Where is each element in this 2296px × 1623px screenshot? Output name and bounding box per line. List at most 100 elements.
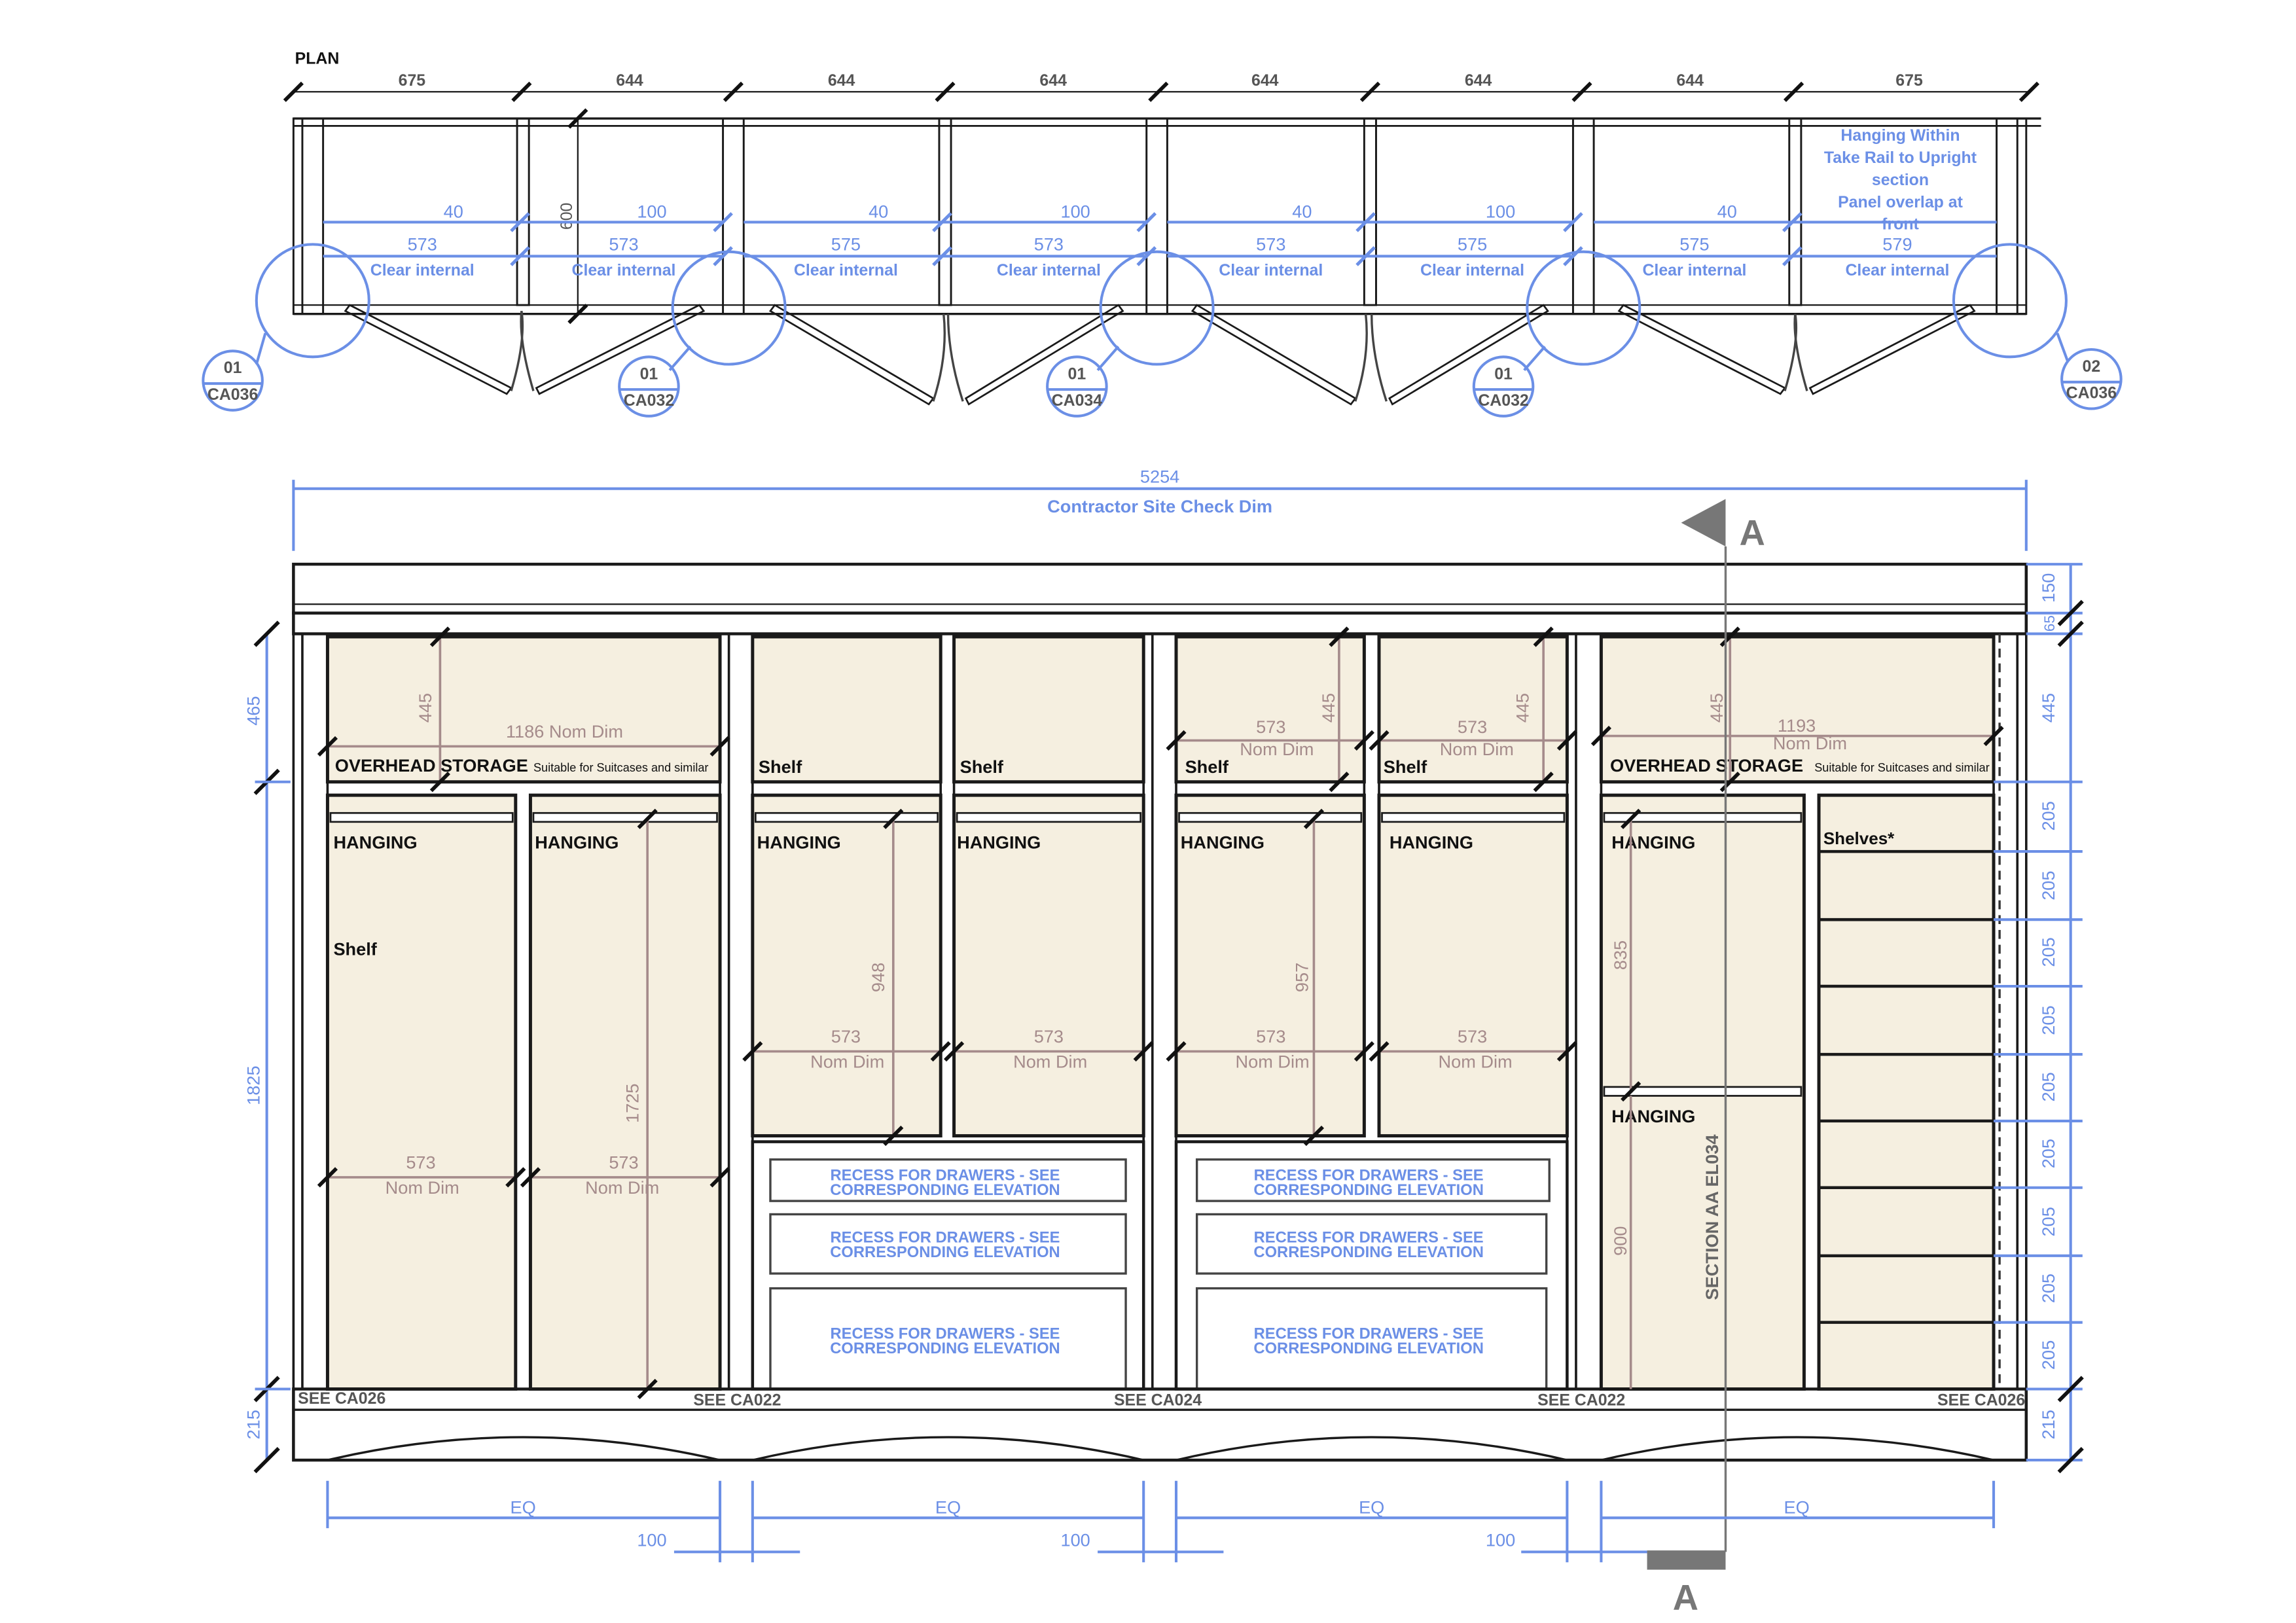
right-dim-205-6: 205 bbox=[2038, 1139, 2058, 1168]
plan-clear-label-8: Clear internal bbox=[1845, 261, 1949, 279]
right-dim-205-5: 205 bbox=[2038, 1072, 2058, 1101]
plan-gap-3: 40 bbox=[869, 202, 888, 222]
recess-2b-l1: RECESS FOR DRAWERS - SEE bbox=[1254, 1228, 1484, 1246]
callout-5-num: 02 bbox=[2083, 357, 2101, 376]
recess-1a-l1: RECESS FOR DRAWERS - SEE bbox=[830, 1166, 1060, 1184]
plan-clear-2: 573 bbox=[609, 234, 638, 254]
section-marker-bottom: A bbox=[1647, 1550, 1726, 1618]
left-dims: 465 1825 215 bbox=[243, 620, 291, 1474]
hanging-label-7: HANGING bbox=[1611, 832, 1695, 853]
gap-100-3: 100 bbox=[1486, 1529, 1515, 1550]
left-dim-215: 215 bbox=[243, 1410, 263, 1439]
plan-clear-6: 575 bbox=[1458, 234, 1487, 254]
plan-clear-label-1: Clear internal bbox=[370, 261, 475, 279]
recess-1c-l2: CORRESPONDING ELEVATION bbox=[830, 1340, 1060, 1357]
plan-clear-label-3: Clear internal bbox=[794, 261, 898, 279]
see-ref-1: SEE CA026 bbox=[298, 1389, 386, 1408]
dim-445-2: 445 bbox=[1318, 693, 1338, 722]
shelf-label-5: Shelf bbox=[333, 938, 377, 959]
plan-clear-label-5: Clear internal bbox=[1219, 261, 1323, 279]
gap-100-2: 100 bbox=[1060, 1529, 1090, 1550]
nom-mid-3: Nom Dim bbox=[1236, 1051, 1310, 1071]
dim-573-low-2: 573 bbox=[609, 1152, 638, 1172]
recess-2a-l2: CORRESPONDING ELEVATION bbox=[1253, 1181, 1483, 1199]
nom-top-2: Nom Dim bbox=[1440, 739, 1514, 759]
nom-mid-1: Nom Dim bbox=[810, 1051, 884, 1071]
callout-2-num: 01 bbox=[640, 365, 658, 383]
see-ref-3: SEE CA024 bbox=[1114, 1391, 1202, 1409]
hanging-label-1: HANGING bbox=[333, 832, 417, 853]
recess-2a-l1: RECESS FOR DRAWERS - SEE bbox=[1254, 1166, 1484, 1184]
dim-445-1: 445 bbox=[415, 693, 435, 722]
overhead-storage-label-1: OVERHEAD STORAGE bbox=[335, 755, 528, 776]
right-dim-205-9: 205 bbox=[2038, 1340, 2058, 1370]
overall-width-note: Contractor Site Check Dim bbox=[1047, 496, 1272, 516]
callout-3-ref: CA034 bbox=[1052, 391, 1103, 410]
dim-835: 835 bbox=[1610, 940, 1630, 970]
left-dim-1825: 1825 bbox=[243, 1065, 263, 1105]
dim-957: 957 bbox=[1291, 963, 1312, 992]
shelf-label-2: Shelf bbox=[960, 757, 1004, 777]
plan-gap-2: 100 bbox=[637, 202, 666, 222]
plan-clear-7: 575 bbox=[1679, 234, 1709, 254]
nom-mid-4: Nom Dim bbox=[1439, 1051, 1513, 1071]
dim-573-low-1: 573 bbox=[406, 1152, 435, 1172]
plan-gap-1: 40 bbox=[444, 202, 463, 222]
plan-gap-5: 40 bbox=[1292, 202, 1312, 222]
plan-dim-8: 675 bbox=[1895, 71, 1923, 90]
dim-573-top-2: 573 bbox=[1458, 717, 1487, 737]
overall-width-dim: 5254 bbox=[1140, 467, 1179, 487]
overhead-note-2: Suitable for Suitcases and similar bbox=[1814, 761, 1990, 774]
plan-clear-label-4: Clear internal bbox=[997, 261, 1101, 279]
right-dim-205-4: 205 bbox=[2038, 1005, 2058, 1035]
plan-dim-7: 644 bbox=[1676, 71, 1704, 90]
right-dims: 150 65 445 205 205 205 205 205 205 205 2… bbox=[1994, 563, 2084, 1474]
dim-445-3: 445 bbox=[1513, 693, 1533, 722]
dim-1193: 1193 bbox=[1778, 715, 1816, 736]
recess-1c-l1: RECESS FOR DRAWERS - SEE bbox=[830, 1325, 1060, 1343]
see-ref-2: SEE CA022 bbox=[693, 1391, 781, 1409]
callout-5-ref: CA036 bbox=[2066, 384, 2117, 402]
section-marker-bottom-label: A bbox=[1673, 1578, 1698, 1618]
hanging-label-6: HANGING bbox=[1390, 832, 1473, 853]
recess-1b-l1: RECESS FOR DRAWERS - SEE bbox=[830, 1228, 1060, 1246]
plan-depth-dim: 600 bbox=[558, 203, 576, 230]
plan-dim-4: 644 bbox=[1039, 71, 1067, 90]
recess-1b-l2: CORRESPONDING ELEVATION bbox=[830, 1243, 1060, 1261]
hanging-label-4: HANGING bbox=[957, 832, 1041, 853]
callout-4-ref: CA032 bbox=[1478, 391, 1528, 410]
right-dim-150: 150 bbox=[2038, 573, 2058, 603]
plan-view: PLAN 675 644 644 644 644 644 644 675 bbox=[202, 49, 2123, 418]
eq-1: EQ bbox=[511, 1497, 536, 1518]
shelf-label-1: Shelf bbox=[759, 757, 802, 777]
recess-2b-l2: CORRESPONDING ELEVATION bbox=[1253, 1243, 1483, 1261]
plan-dim-1: 675 bbox=[399, 71, 426, 90]
plan-top-dims: 675 644 644 644 644 644 644 675 bbox=[399, 71, 1923, 90]
recess-2c-l2: CORRESPONDING ELEVATION bbox=[1253, 1340, 1483, 1357]
right-dim-445: 445 bbox=[2038, 693, 2058, 722]
callout-1-num: 01 bbox=[224, 359, 242, 377]
dim-573-mid-3: 573 bbox=[1256, 1026, 1285, 1046]
shelves-label: Shelves* bbox=[1823, 829, 1895, 848]
dim-1186: 1186 Nom Dim bbox=[506, 721, 623, 741]
section-label: SECTION AA EL034 bbox=[1702, 1135, 1722, 1300]
right-dim-205-7: 205 bbox=[2038, 1207, 2058, 1236]
eq-3: EQ bbox=[1359, 1497, 1384, 1518]
shelf-label-3: Shelf bbox=[1185, 757, 1229, 777]
plan-note-line-4: Panel overlap at bbox=[1838, 193, 1963, 211]
dim-948: 948 bbox=[868, 963, 888, 992]
dim-1725: 1725 bbox=[622, 1084, 643, 1123]
plan-dim-2: 644 bbox=[616, 71, 643, 90]
dim-573-mid-1: 573 bbox=[831, 1026, 861, 1046]
eq-4: EQ bbox=[1784, 1497, 1809, 1518]
plan-clear-3: 575 bbox=[831, 234, 861, 254]
gap-100-1: 100 bbox=[637, 1529, 666, 1550]
plan-clear-4: 573 bbox=[1034, 234, 1064, 254]
plan-title: PLAN bbox=[295, 49, 340, 67]
bottom-eq-dims: EQ EQ EQ EQ 100 100 100 bbox=[326, 1480, 1996, 1563]
dim-573-mid-4: 573 bbox=[1458, 1026, 1487, 1046]
elevation-view: 5254 Contractor Site Check Dim A bbox=[243, 467, 2084, 1618]
right-dim-65: 65 bbox=[2041, 615, 2058, 632]
callout-3-num: 01 bbox=[1068, 365, 1086, 383]
nom-low-2: Nom Dim bbox=[585, 1177, 659, 1198]
